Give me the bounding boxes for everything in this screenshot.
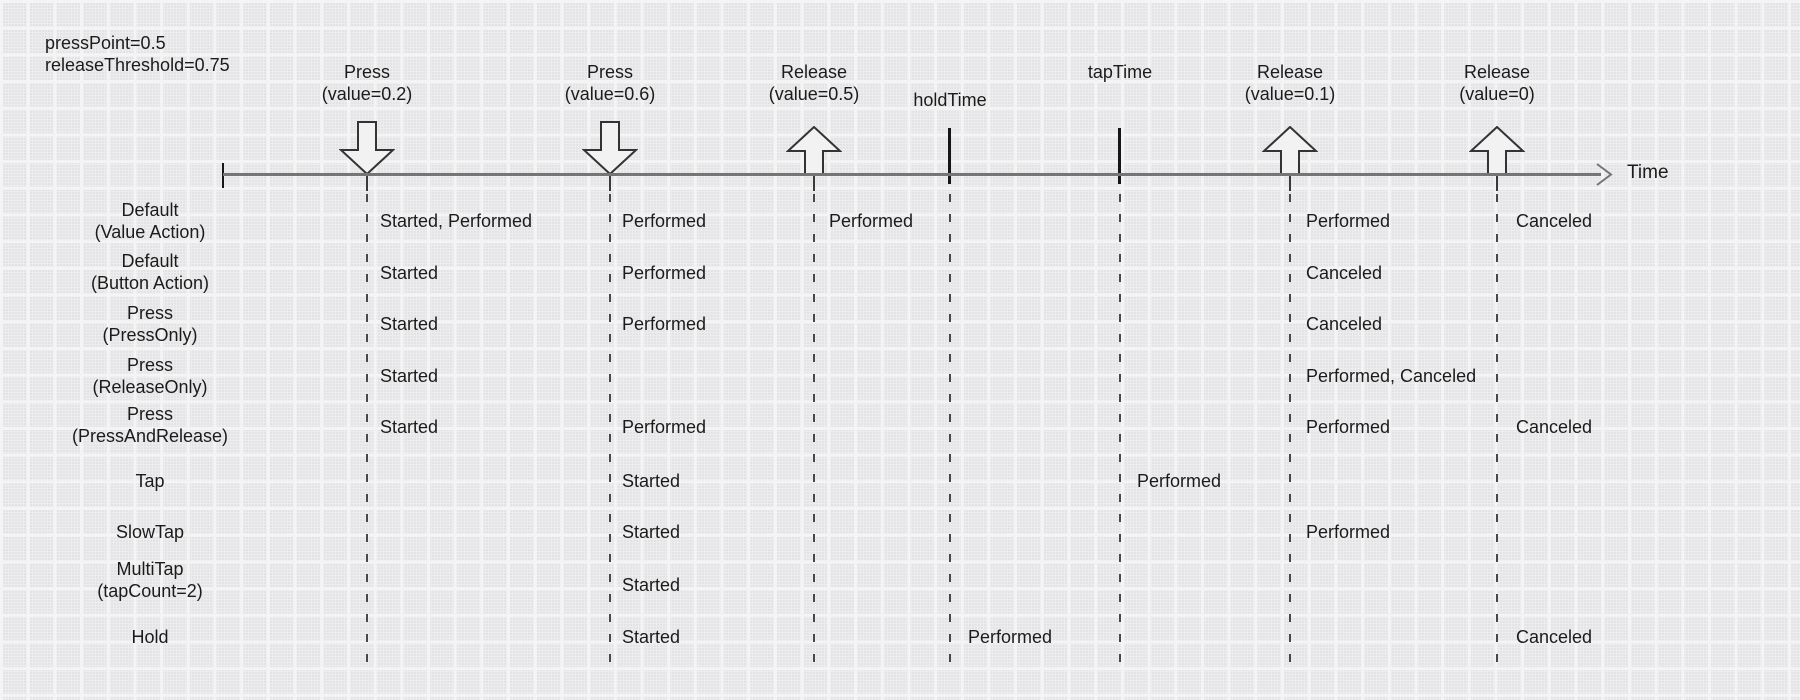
phase-cell: Canceled	[1516, 211, 1593, 231]
phase-cell: Started	[380, 417, 439, 437]
phase-cell: Performed	[968, 627, 1053, 647]
event-label-release-1: Release (value=0.5)	[768, 62, 860, 104]
phase-cell: Started	[622, 522, 681, 542]
phase-cell: Canceled	[1306, 263, 1383, 283]
event-label-hold-time: holdTime	[913, 90, 987, 110]
phase-cell: Started, Performed	[380, 211, 533, 231]
row-label-tap: Tap	[135, 471, 165, 491]
axis-arrowhead-icon	[1596, 163, 1613, 186]
tap-time-tick	[1118, 128, 1121, 184]
event-label-release-2: Release (value=0.1)	[1244, 62, 1336, 104]
phase-cell: Canceled	[1306, 314, 1383, 334]
event-tick	[609, 176, 611, 191]
phase-cell: Started	[622, 575, 681, 595]
phase-cell: Canceled	[1516, 417, 1593, 437]
phase-cell: Performed, Canceled	[1306, 366, 1477, 386]
event-label-release-3: Release (value=0)	[1459, 62, 1535, 104]
phase-cell: Performed	[1306, 211, 1391, 231]
phase-cell: Canceled	[1516, 627, 1593, 647]
phase-cell: Started	[380, 366, 439, 386]
guide-line-press-1	[366, 194, 368, 664]
event-tick	[813, 176, 815, 191]
phase-cell: Performed	[622, 314, 707, 334]
guide-line-press-2	[609, 194, 611, 664]
config-text: pressPoint=0.5 releaseThreshold=0.75	[45, 32, 230, 76]
config-release-threshold: releaseThreshold=0.75	[45, 55, 230, 75]
event-tick	[1496, 176, 1498, 191]
row-label-slowtap: SlowTap	[115, 522, 185, 542]
phase-cell: Performed	[622, 263, 707, 283]
phase-cell: Started	[622, 471, 681, 491]
event-tick	[1289, 176, 1291, 191]
phase-cell: Performed	[1306, 417, 1391, 437]
phase-cell: Performed	[1137, 471, 1222, 491]
guide-line-tap-time	[1119, 194, 1121, 664]
row-label-hold: Hold	[131, 627, 169, 647]
event-tick	[366, 176, 368, 191]
config-press-point: pressPoint=0.5	[45, 33, 166, 53]
guide-line-hold-time	[949, 194, 951, 664]
hold-time-tick	[948, 128, 951, 184]
axis-time-label: Time	[1627, 162, 1669, 183]
guide-line-release-1	[813, 194, 815, 664]
phase-cell: Started	[622, 627, 681, 647]
row-label-default-value-action: Default (Value Action)	[94, 200, 206, 242]
phase-cell: Performed	[622, 211, 707, 231]
row-label-press-pressandrelease: Press (PressAndRelease)	[71, 404, 229, 446]
press-down-arrow-icon	[339, 121, 395, 175]
row-label-press-pressonly: Press (PressOnly)	[102, 303, 198, 345]
phase-cell: Started	[380, 314, 439, 334]
row-label-press-releaseonly: Press (ReleaseOnly)	[92, 355, 208, 397]
phase-cell: Performed	[829, 211, 914, 231]
phase-cell: Performed	[622, 417, 707, 437]
release-up-arrow-icon	[1262, 126, 1318, 176]
press-down-arrow-icon	[582, 121, 638, 175]
event-label-press-2: Press (value=0.6)	[564, 62, 656, 104]
event-label-tap-time: tapTime	[1087, 62, 1153, 82]
time-axis	[223, 173, 1601, 176]
phase-cell: Performed	[1306, 522, 1391, 542]
guide-line-release-3	[1496, 194, 1498, 664]
event-label-press-1: Press (value=0.2)	[321, 62, 413, 104]
release-up-arrow-icon	[1469, 126, 1525, 176]
row-label-default-button-action: Default (Button Action)	[90, 251, 210, 293]
row-label-multitap: MultiTap (tapCount=2)	[97, 559, 203, 601]
release-up-arrow-icon	[786, 126, 842, 176]
phase-cell: Started	[380, 263, 439, 283]
guide-line-release-2	[1289, 194, 1291, 664]
